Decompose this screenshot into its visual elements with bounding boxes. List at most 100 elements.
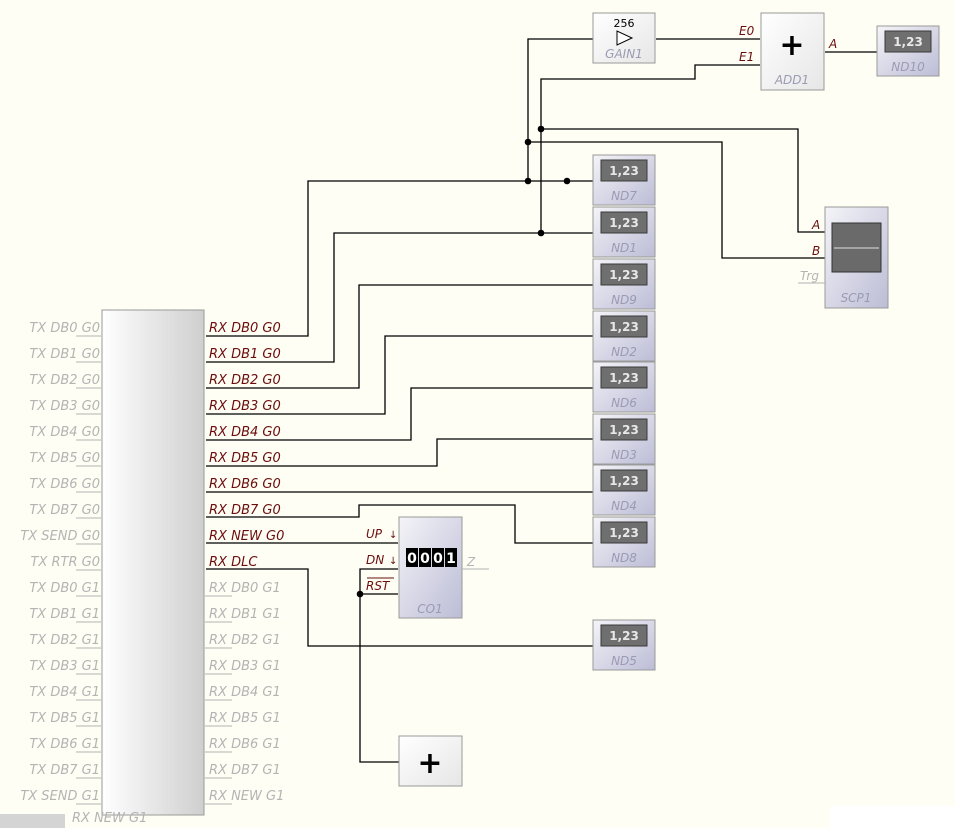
right-port-label: RX DB4 G0: [209, 425, 281, 440]
lower-right-panel: [830, 806, 955, 828]
wire-scope-a: [541, 128, 825, 233]
display-name: ND1: [611, 241, 637, 255]
display-screen: [600, 159, 648, 182]
wire-gain-input: [527, 38, 593, 181]
plus-icon: +: [779, 28, 804, 63]
left-port-label: TX DB2 G1: [29, 633, 100, 648]
scope-port-b: B: [812, 244, 820, 258]
adder-port-a: A: [828, 37, 837, 51]
display-value: 1,23: [609, 216, 639, 230]
display-value: 1,23: [609, 526, 639, 540]
can-block-body[interactable]: [101, 309, 205, 816]
wire-rx-db3: [206, 335, 593, 415]
display-screen: [884, 30, 932, 53]
right-port-label: RX DB3 G1: [209, 659, 281, 674]
wire-rx-db5: [206, 438, 593, 467]
left-port-label: TX DB0 G1: [29, 581, 100, 596]
left-port-label: TX DB0 G0: [29, 321, 100, 336]
left-port-label: TX DB4 G1: [29, 685, 100, 700]
display-value: 1,23: [609, 371, 639, 385]
plus-icon: +: [417, 746, 442, 781]
adder-block-body[interactable]: [760, 12, 825, 91]
left-port-label: TX DB2 G0: [29, 373, 100, 388]
gain-block[interactable]: 256 GAIN1: [592, 12, 656, 64]
right-port-label: RX DB6 G0: [209, 477, 281, 492]
display-name: ND7: [611, 189, 637, 203]
counter-digit-cell: [445, 548, 457, 567]
adder-port-e1: E1: [739, 50, 754, 64]
junction-dot: [356, 590, 364, 598]
adder-name: ADD1: [774, 73, 809, 87]
display-screen: [600, 521, 648, 544]
counter-digit-cell: [432, 548, 444, 567]
adder-port-e0: E0: [739, 24, 755, 38]
right-port-label: RX DB5 G1: [209, 711, 281, 726]
left-port-label: TX DB5 G1: [29, 711, 100, 726]
display-name: ND6: [611, 396, 637, 410]
right-port-label: RX DB5 G0: [209, 451, 281, 466]
right-port-label: RX NEW G0: [209, 529, 284, 544]
right-port-label: RX DB7 G0: [209, 503, 281, 518]
add-block-button[interactable]: +: [398, 735, 463, 787]
display-screen: [600, 469, 648, 492]
wire-junctions: [356, 125, 571, 598]
display-value: 1,23: [609, 164, 639, 178]
adder-block[interactable]: + ADD1 E0 E1 A: [739, 12, 837, 91]
counter-block-body[interactable]: [398, 516, 463, 619]
counter-digit: 1: [446, 551, 456, 567]
junction-dot: [524, 138, 532, 146]
display-name: ND4: [611, 499, 637, 513]
wire-rx-db1: [206, 232, 593, 363]
display-screen: [600, 315, 648, 338]
counter-digit: 0: [407, 551, 417, 567]
left-port-label: TX DB1 G1: [29, 607, 100, 622]
counter-port-up: UP: [366, 527, 383, 541]
dn-arrow-icon: ↓: [389, 556, 397, 567]
counter-name: CO1: [417, 602, 442, 616]
partial-block-corner: [0, 814, 65, 828]
can-interface-block[interactable]: [101, 309, 205, 816]
display-screen: [600, 263, 648, 286]
right-port-label: RX DB0 G1: [209, 581, 281, 596]
wire-layer: [206, 38, 877, 763]
left-port-label: TX SEND G1: [20, 789, 100, 804]
add-block-body[interactable]: [398, 735, 463, 787]
right-port-label: RX DB3 G0: [209, 399, 281, 414]
counter-port-rst: RST: [366, 579, 391, 593]
left-port-label: TX DB5 G0: [29, 451, 100, 466]
left-port-label: TX SEND G0: [20, 529, 100, 544]
numeric-display-blocks: 1,23ND71,23ND11,23ND91,23ND21,23ND61,23N…: [592, 25, 940, 671]
counter-port-z: Z: [466, 555, 476, 569]
gain-value: 256: [614, 17, 635, 30]
scope-port-trg: Trg: [800, 269, 819, 283]
left-port-label: TX DB7 G1: [29, 763, 100, 778]
display-value: 1,23: [609, 268, 639, 282]
display-name: ND3: [611, 448, 637, 462]
display-name: ND5: [611, 654, 637, 668]
right-port-label: RX DB2 G0: [209, 373, 281, 388]
scope-block[interactable]: SCP1 A B Trg: [798, 206, 889, 309]
gain-name: GAIN1: [605, 47, 643, 61]
display-screen: [600, 366, 648, 389]
display-value: 1,23: [609, 629, 639, 643]
display-value: 1,23: [609, 423, 639, 437]
scope-port-a: A: [811, 218, 820, 232]
wire-rx-db4: [206, 387, 593, 441]
right-port-label: RX DB1 G0: [209, 347, 281, 362]
display-screen: [600, 418, 648, 441]
display-name: ND10: [891, 60, 925, 74]
